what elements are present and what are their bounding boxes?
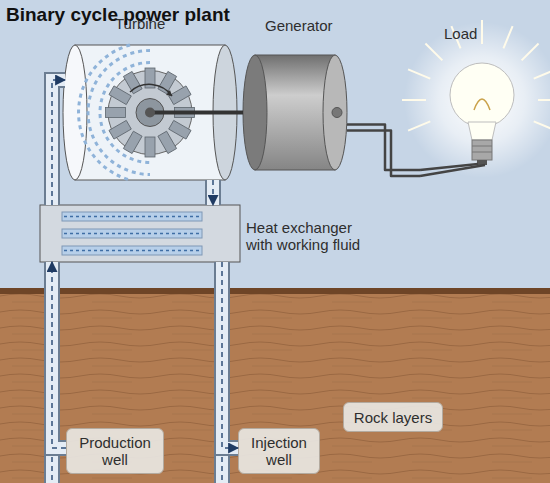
pipe-outline bbox=[52, 80, 65, 205]
fluid-pipe bbox=[213, 180, 214, 205]
node-label: Load bbox=[444, 25, 504, 42]
wire-line bbox=[347, 125, 420, 171]
load-bulb: Load bbox=[420, 45, 540, 195]
turbine: Turbine bbox=[65, 45, 237, 180]
heat-exchanger-drawing bbox=[40, 205, 240, 262]
power-wire bbox=[347, 125, 420, 177]
pipe-fill bbox=[52, 262, 66, 448]
node-label: Injection well bbox=[243, 434, 315, 468]
flow-line bbox=[222, 262, 238, 448]
node-label: Rock layers bbox=[354, 409, 432, 426]
turbine-drawing bbox=[63, 45, 237, 180]
label-box: Production well bbox=[66, 428, 164, 474]
pipe-fill bbox=[52, 80, 65, 205]
ground bbox=[0, 290, 550, 483]
pipe-fill bbox=[222, 262, 238, 448]
node-label: Production well bbox=[71, 434, 159, 468]
generator-drawing bbox=[243, 55, 347, 170]
flow-line bbox=[52, 262, 66, 448]
pipe-outline bbox=[222, 262, 238, 448]
rock-grain bbox=[0, 294, 550, 483]
label-box: Injection well bbox=[238, 428, 320, 474]
pipe-outline bbox=[205, 180, 221, 205]
fluid-pipe bbox=[222, 262, 238, 448]
flow-line bbox=[52, 80, 65, 205]
title: Binary cycle power plant bbox=[6, 4, 230, 26]
shaft-line bbox=[237, 111, 243, 115]
wire-line bbox=[347, 131, 420, 177]
node-label: Heat exchanger with working fluid bbox=[246, 219, 371, 253]
bulb-drawing bbox=[402, 20, 550, 178]
fluid-pipe bbox=[52, 262, 66, 448]
ground-surface bbox=[0, 288, 550, 294]
node-label: Generator bbox=[265, 17, 365, 34]
pipe-outline bbox=[52, 262, 66, 448]
pipe-fill bbox=[207, 180, 219, 205]
fluid-pipe bbox=[52, 80, 65, 205]
label-box: Rock layers bbox=[343, 402, 443, 432]
generator: Generator bbox=[243, 55, 347, 170]
drive-shaft bbox=[237, 112, 243, 113]
flow-line bbox=[212, 180, 214, 205]
heat-exchanger: Heat exchanger with working fluid bbox=[40, 205, 240, 262]
